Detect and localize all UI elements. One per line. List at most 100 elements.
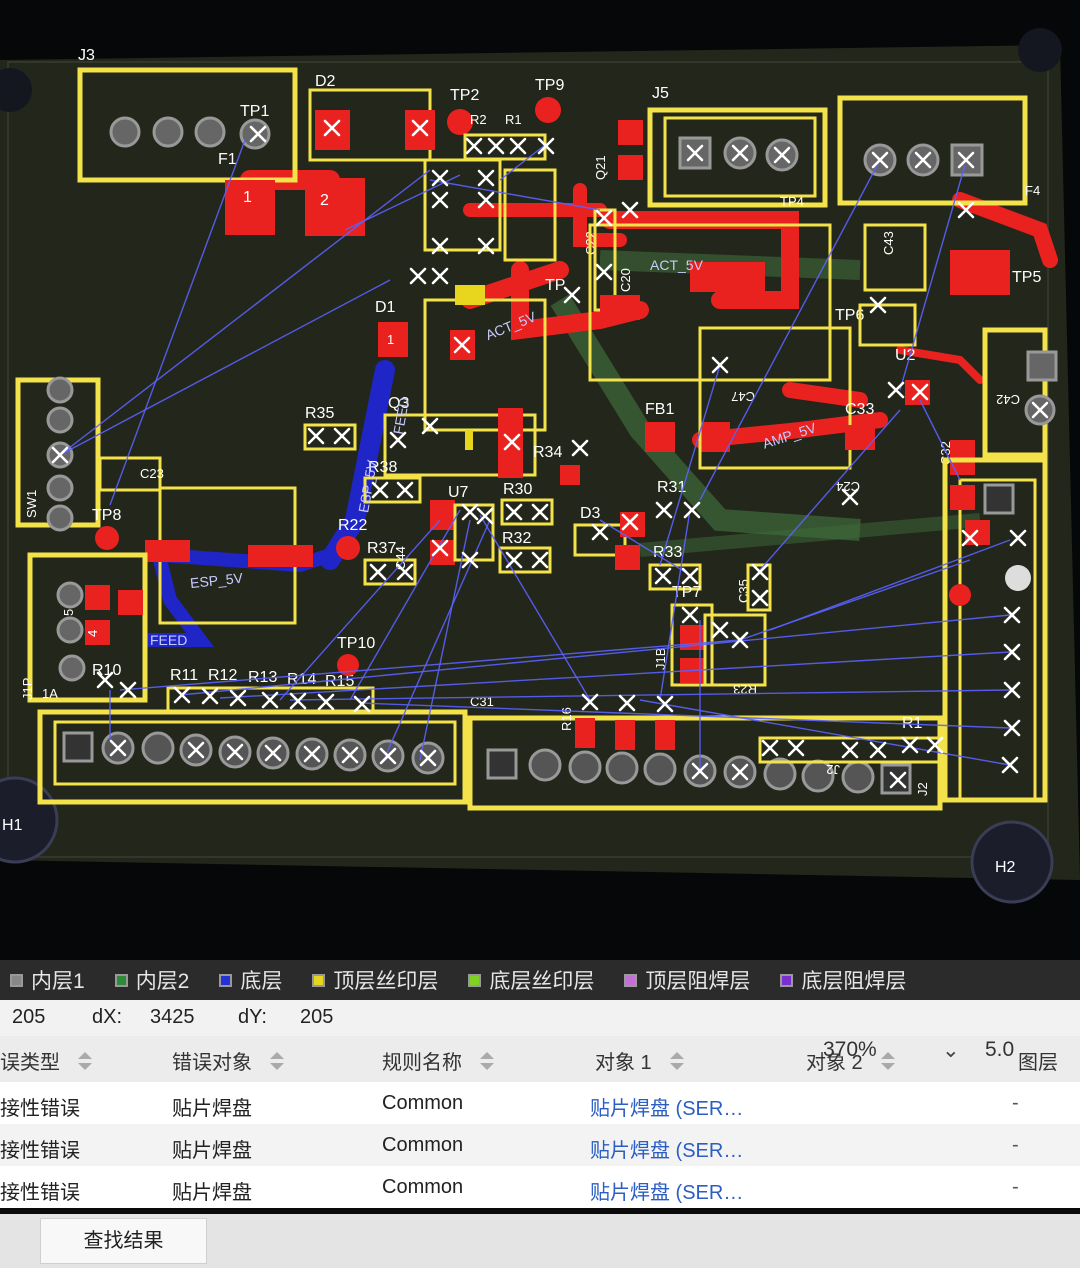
svg-text:J1B: J1B: [653, 648, 668, 670]
x-mark: [476, 507, 494, 525]
col-header-type[interactable]: 误类型: [0, 1046, 92, 1075]
sort-icon[interactable]: [880, 1051, 895, 1070]
svg-text:H2: H2: [995, 859, 1016, 876]
x-mark: [711, 356, 729, 374]
table-row[interactable]: 接性错误 贴片焊盘 Common 贴片焊盘 (SER… -: [0, 1082, 1080, 1124]
svg-text:R14: R14: [287, 671, 316, 688]
col-header-rule[interactable]: 规则名称: [382, 1046, 494, 1075]
x-mark: [654, 567, 672, 585]
x-mark: [409, 267, 427, 285]
layer-tab-label: 顶层丝印层: [333, 970, 439, 993]
cell-rule: Common: [382, 1176, 464, 1198]
sort-icon[interactable]: [669, 1051, 684, 1070]
svg-text:FEED: FEED: [150, 632, 187, 648]
svg-text:2: 2: [320, 192, 329, 209]
svg-text:J5: J5: [652, 85, 669, 102]
table-row[interactable]: 接性错误 贴片焊盘 Common 贴片焊盘 (SER… -: [0, 1124, 1080, 1166]
x-mark: [571, 439, 589, 457]
svg-text:C47: C47: [731, 389, 755, 404]
x-mark: [681, 606, 699, 624]
x-mark: [926, 736, 944, 754]
svg-text:U2: U2: [895, 347, 916, 364]
x-mark: [173, 686, 191, 704]
col-header-layer[interactable]: 图层: [1018, 1046, 1058, 1075]
x-mark: [323, 119, 341, 137]
layer-tab-label: 内层2: [135, 970, 190, 993]
layer-tab-bottom-mask[interactable]: 底层阻焊层: [780, 965, 906, 995]
x-mark: [505, 551, 523, 569]
x-mark: [96, 671, 114, 689]
col-header-object[interactable]: 错误对象: [172, 1046, 284, 1075]
dy-value: 205: [300, 1006, 334, 1028]
table-row[interactable]: 接性错误 贴片焊盘 Common 贴片焊盘 (SER… -: [0, 1166, 1080, 1208]
x-mark: [531, 503, 549, 521]
x-mark: [563, 286, 581, 304]
sort-icon[interactable]: [78, 1051, 92, 1070]
cell-obj1-link[interactable]: 贴片焊盘 (SER…: [590, 1182, 744, 1204]
x-mark: [431, 267, 449, 285]
svg-text:H1: H1: [2, 817, 23, 834]
tab-find-results[interactable]: 查找结果: [40, 1218, 207, 1264]
bottom-panel-tabs: 查找结果: [0, 1214, 1080, 1268]
sort-icon[interactable]: [480, 1051, 494, 1070]
col-header-obj1[interactable]: 对象 1: [595, 1046, 684, 1075]
x-mark: [503, 433, 521, 451]
layer-tab-inner2[interactable]: 内层2: [114, 965, 190, 995]
cell-rule: Common: [382, 1092, 464, 1114]
x-mark: [333, 427, 351, 445]
x-value: 205: [12, 1006, 46, 1028]
unrouted-pad-markers: [51, 119, 1049, 789]
layer-tab-top-mask[interactable]: 顶层阻焊层: [624, 965, 750, 995]
zoom-level[interactable]: 370%: [823, 1038, 877, 1061]
x-mark: [51, 446, 69, 464]
x-mark: [201, 687, 219, 705]
svg-text:R38: R38: [368, 459, 397, 476]
svg-text:TP: TP: [545, 277, 565, 294]
svg-text:TP7: TP7: [672, 584, 701, 601]
x-mark: [618, 694, 636, 712]
layer-tab-bar: 内层1 内层2 底层 顶层丝印层 底层丝印层 顶层阻焊层 底层阻焊层: [0, 960, 1080, 1000]
svg-text:R33: R33: [653, 544, 682, 561]
x-mark: [595, 209, 613, 227]
svg-text:J3: J3: [78, 47, 95, 64]
x-mark: [686, 144, 704, 162]
pcb-canvas[interactable]: H1 H2 J3 TP1 1 F1 2 D2: [0, 0, 1080, 960]
results-table-header: 误类型 错误对象 规则名称 对象 1 对象 2 图层: [0, 1036, 1080, 1082]
mount-hole-h2: H2: [970, 820, 1054, 904]
svg-text:F1: F1: [218, 151, 237, 168]
cell-obj1-link[interactable]: 贴片焊盘 (SER…: [590, 1140, 744, 1162]
layer-swatch-bottom-silk: [468, 973, 482, 987]
x-mark: [371, 481, 389, 499]
svg-text:C23: C23: [140, 466, 164, 481]
x-mark: [683, 501, 701, 519]
x-mark: [487, 137, 505, 155]
grid-size[interactable]: 5.0: [985, 1038, 1015, 1061]
x-mark: [887, 381, 905, 399]
layer-tab-bottom[interactable]: 底层: [219, 965, 282, 995]
svg-text:Q21: Q21: [593, 155, 608, 180]
x-mark: [353, 695, 371, 713]
sort-icon[interactable]: [270, 1051, 284, 1070]
svg-text:J2: J2: [915, 782, 930, 796]
chevron-down-icon[interactable]: ⌄: [942, 1039, 960, 1062]
svg-text:R2: R2: [470, 112, 487, 127]
ratsnest-lines: [59, 139, 1011, 770]
svg-text:Q3: Q3: [388, 395, 409, 412]
x-mark: [1009, 529, 1027, 547]
svg-text:J1P: J1P: [20, 678, 35, 700]
layer-tab-bottom-silk[interactable]: 底层丝印层: [468, 965, 594, 995]
x-mark: [531, 551, 549, 569]
x-mark: [581, 693, 599, 711]
x-mark: [751, 563, 769, 581]
cell-object: 贴片焊盘: [172, 1098, 252, 1120]
svg-text:C44: C44: [393, 546, 408, 570]
x-mark: [1003, 681, 1021, 699]
x-mark: [731, 763, 749, 781]
layer-tab-inner1[interactable]: 内层1: [10, 965, 85, 995]
col-header-obj2[interactable]: 对象 2: [806, 1046, 895, 1075]
x-mark: [477, 237, 495, 255]
layer-tab-top-silk[interactable]: 顶层丝印层: [312, 965, 438, 995]
svg-text:1A: 1A: [42, 686, 58, 701]
cell-obj1-link[interactable]: 贴片焊盘 (SER…: [590, 1098, 744, 1120]
cell-type: 接性错误: [0, 1140, 80, 1162]
